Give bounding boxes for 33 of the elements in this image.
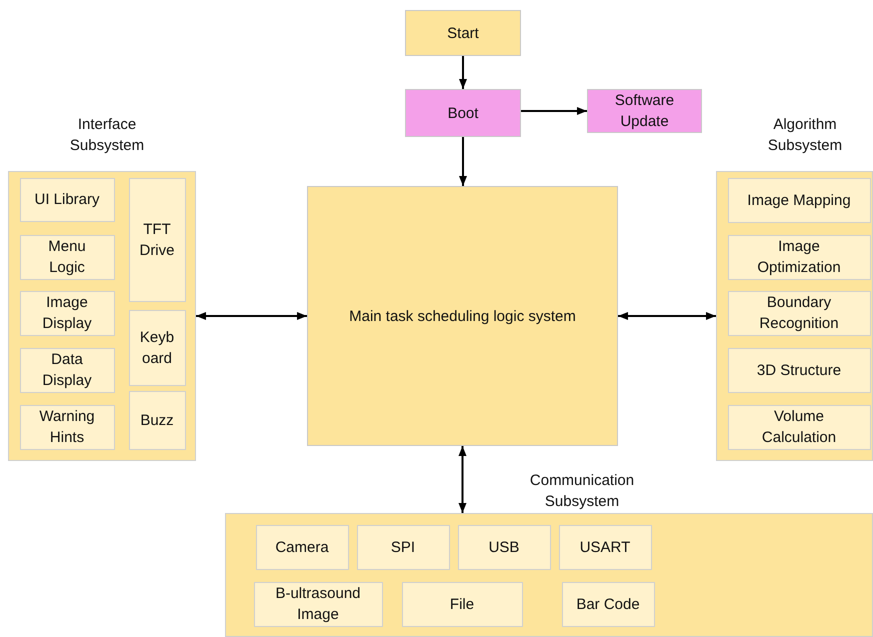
arrow [618,312,716,320]
arrow [458,446,466,513]
process-box: Software Update [587,89,702,133]
module-box: Warning Hints [20,404,114,450]
module-box: File [402,582,522,626]
module-box: Data Display [20,348,114,392]
main-process-box: Main task scheduling logic system [307,186,618,446]
start-box: Start [405,10,521,56]
module-box: SPI [356,524,450,570]
arrow [521,107,587,115]
module-box: UI Library [20,178,114,222]
arrow [196,312,307,320]
module-box: Bar Code [562,582,654,626]
process-box: Boot [405,89,521,137]
module-box: USB [458,524,550,570]
subsystem-heading: Communication Subsystem [528,471,636,512]
module-box: Image Display [20,290,114,336]
module-box: B-ultrasound Image [254,582,382,626]
subsystem-heading: Algorithm Subsystem [766,115,844,156]
module-box: Keyboard [128,310,186,386]
module-box: Camera [256,524,348,570]
arrow [459,137,467,186]
subsystem-heading: Interface Subsystem [68,115,146,156]
module-box: 3D Structure [728,348,870,392]
module-box: Image Mapping [728,178,870,222]
module-box: Menu Logic [20,234,114,280]
module-box: TFT Drive [128,178,186,302]
module-box: Boundary Recognition [728,290,870,336]
module-box: Image Optimization [728,234,870,280]
module-box: Buzz [128,390,186,450]
module-box: Volume Calculation [728,404,870,450]
module-box: USART [558,524,652,570]
arrow [459,56,467,89]
